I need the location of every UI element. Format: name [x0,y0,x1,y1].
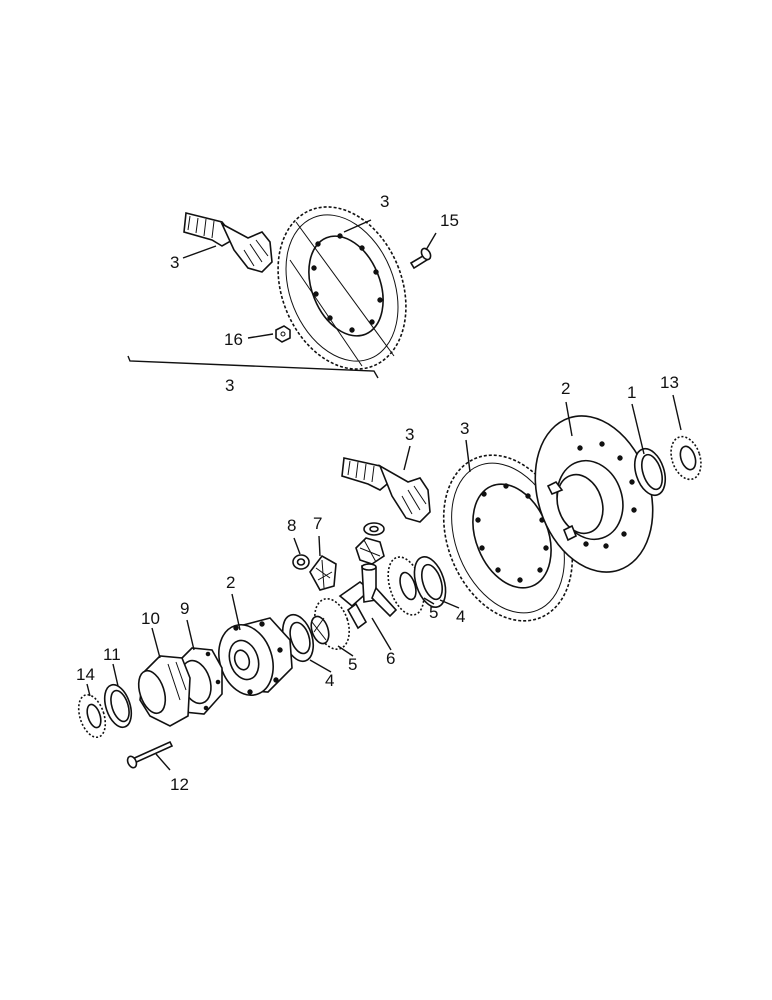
bearing-cup-left [103,683,133,729]
callout-lower-14: 14 [76,665,95,684]
differential-spider [338,563,398,630]
callout-lower-9: 9 [180,599,189,618]
callout-lower-1: 1 [627,383,636,402]
callout-lower-11: 11 [103,645,121,664]
callout-lower-5-left: 5 [348,655,357,674]
callout-lower-3-ring: 3 [460,419,469,438]
callout-lower-3-pinion: 3 [405,425,414,444]
callout-upper-3-ring: 3 [380,192,389,211]
lower-pinion-shaft [341,457,431,523]
callout-upper-15: 15 [440,211,459,230]
callout-labels: 3 3 3 15 16 3 3 2 1 13 8 7 5 4 6 5 4 2 1… [76,192,679,794]
upper-assembly-bracket [127,355,379,379]
case-bolt [126,740,174,769]
callout-upper-3-pinion: 3 [170,253,179,272]
differential-pinion-gear-upper [309,554,337,591]
upper-pinion-shaft [183,212,273,273]
bearing-cone-left [77,693,107,739]
bearing-cup-right [633,447,667,497]
upper-ring-gear [277,206,407,370]
differential-pinion-gear-top [355,522,385,565]
thrust-washer-small [292,554,310,570]
callout-lower-4-right: 4 [456,607,465,626]
callout-lower-10: 10 [141,609,160,628]
callout-lower-7: 7 [313,514,322,533]
upper-nut [275,325,291,343]
callout-lower-2-case: 2 [561,379,570,398]
upper-ring-gear-bolt-holes [311,233,383,333]
callout-lower-8: 8 [287,516,296,535]
lower-assembly [77,394,702,771]
upper-assembly [127,206,437,379]
callout-lower-12: 12 [170,775,189,794]
side-gear-left [310,597,351,651]
callout-upper-3-assembly: 3 [225,376,234,395]
differential-case-right [534,415,654,573]
thrust-washer-right [413,556,447,608]
callout-lower-6: 6 [386,649,395,668]
callout-lower-13: 13 [660,373,679,392]
callout-lower-5-right: 5 [429,603,438,622]
differential-case-left [218,617,293,696]
bearing-cone-right [670,435,702,481]
callout-lower-4-left: 4 [325,671,334,690]
upper-bolt [409,247,432,270]
callout-upper-16: 16 [224,330,243,349]
bearing-cage [137,655,191,727]
callout-lower-2-case-left: 2 [226,573,235,592]
